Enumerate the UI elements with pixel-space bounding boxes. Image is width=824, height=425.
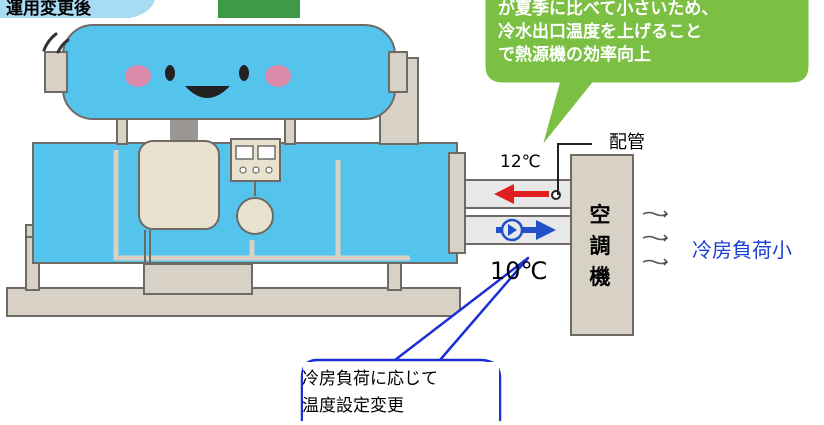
compressor xyxy=(138,140,220,230)
condenser-cap-right xyxy=(388,51,408,93)
panel-knob-3 xyxy=(265,166,273,174)
support-2 xyxy=(284,117,296,145)
cheek-right xyxy=(265,65,291,87)
supply-arrow-head xyxy=(536,220,556,240)
speech-top-text: が夏季に比べて小さいため、 冷水出口温度を上げること で熱源機の効率向上 xyxy=(498,0,798,67)
speech-bottom-text: 冷房負荷に応じて 温度設定変更 xyxy=(302,366,438,420)
return-arrow-head xyxy=(494,184,514,204)
air-handler-char-3: 機 xyxy=(589,265,611,289)
vibration-marks xyxy=(42,32,70,54)
cooling-load-label: 冷房負荷小 xyxy=(692,238,792,262)
mode-label: 運用変更後 xyxy=(6,0,91,19)
support-1 xyxy=(116,117,128,145)
condenser-cap-left xyxy=(44,51,68,93)
air-handler xyxy=(570,154,634,336)
internal-pipe-1 xyxy=(113,150,410,261)
speech-top-line-2: 冷水出口温度を上げること xyxy=(498,22,702,42)
air-handler-char-1: 空 xyxy=(589,203,611,227)
pipe-leader-line xyxy=(557,143,592,195)
speech-top-line-3: で熱源機の効率向上 xyxy=(498,45,651,65)
air-handler-char-2: 調 xyxy=(589,234,611,258)
speech-bottom-line-2: 温度設定変更 xyxy=(302,396,404,416)
panel-knob-2 xyxy=(252,166,260,174)
gauge xyxy=(236,197,274,235)
panel-display-1 xyxy=(235,145,254,160)
cheek-left xyxy=(125,65,151,87)
panel-knob-1 xyxy=(239,166,247,174)
internal-pipe-2 xyxy=(249,160,341,258)
mode-label-text: 運用変更後 xyxy=(6,0,91,19)
mouth xyxy=(185,86,230,98)
speech-bubble-top xyxy=(482,0,812,151)
top-left-bubble xyxy=(0,0,155,18)
lower-box xyxy=(143,263,253,295)
speech-bubble-bottom-fill xyxy=(303,362,499,422)
pump-icon-triangle xyxy=(508,224,517,236)
pipe-label: 配管 xyxy=(609,132,645,153)
eye-right xyxy=(239,65,249,81)
airflow-marks xyxy=(642,210,669,266)
panel-display-2 xyxy=(257,145,276,160)
end-cap-right xyxy=(448,152,466,254)
supply-temperature: 10℃ xyxy=(490,257,548,285)
condenser xyxy=(62,24,396,120)
down-arrow xyxy=(218,0,300,18)
return-temperature: 12℃ xyxy=(500,152,541,172)
speech-top-line-1: が夏季に比べて小さいため、 xyxy=(498,0,719,19)
speech-bottom-line-1: 冷房負荷に応じて xyxy=(302,369,438,389)
eye-left xyxy=(165,65,175,81)
